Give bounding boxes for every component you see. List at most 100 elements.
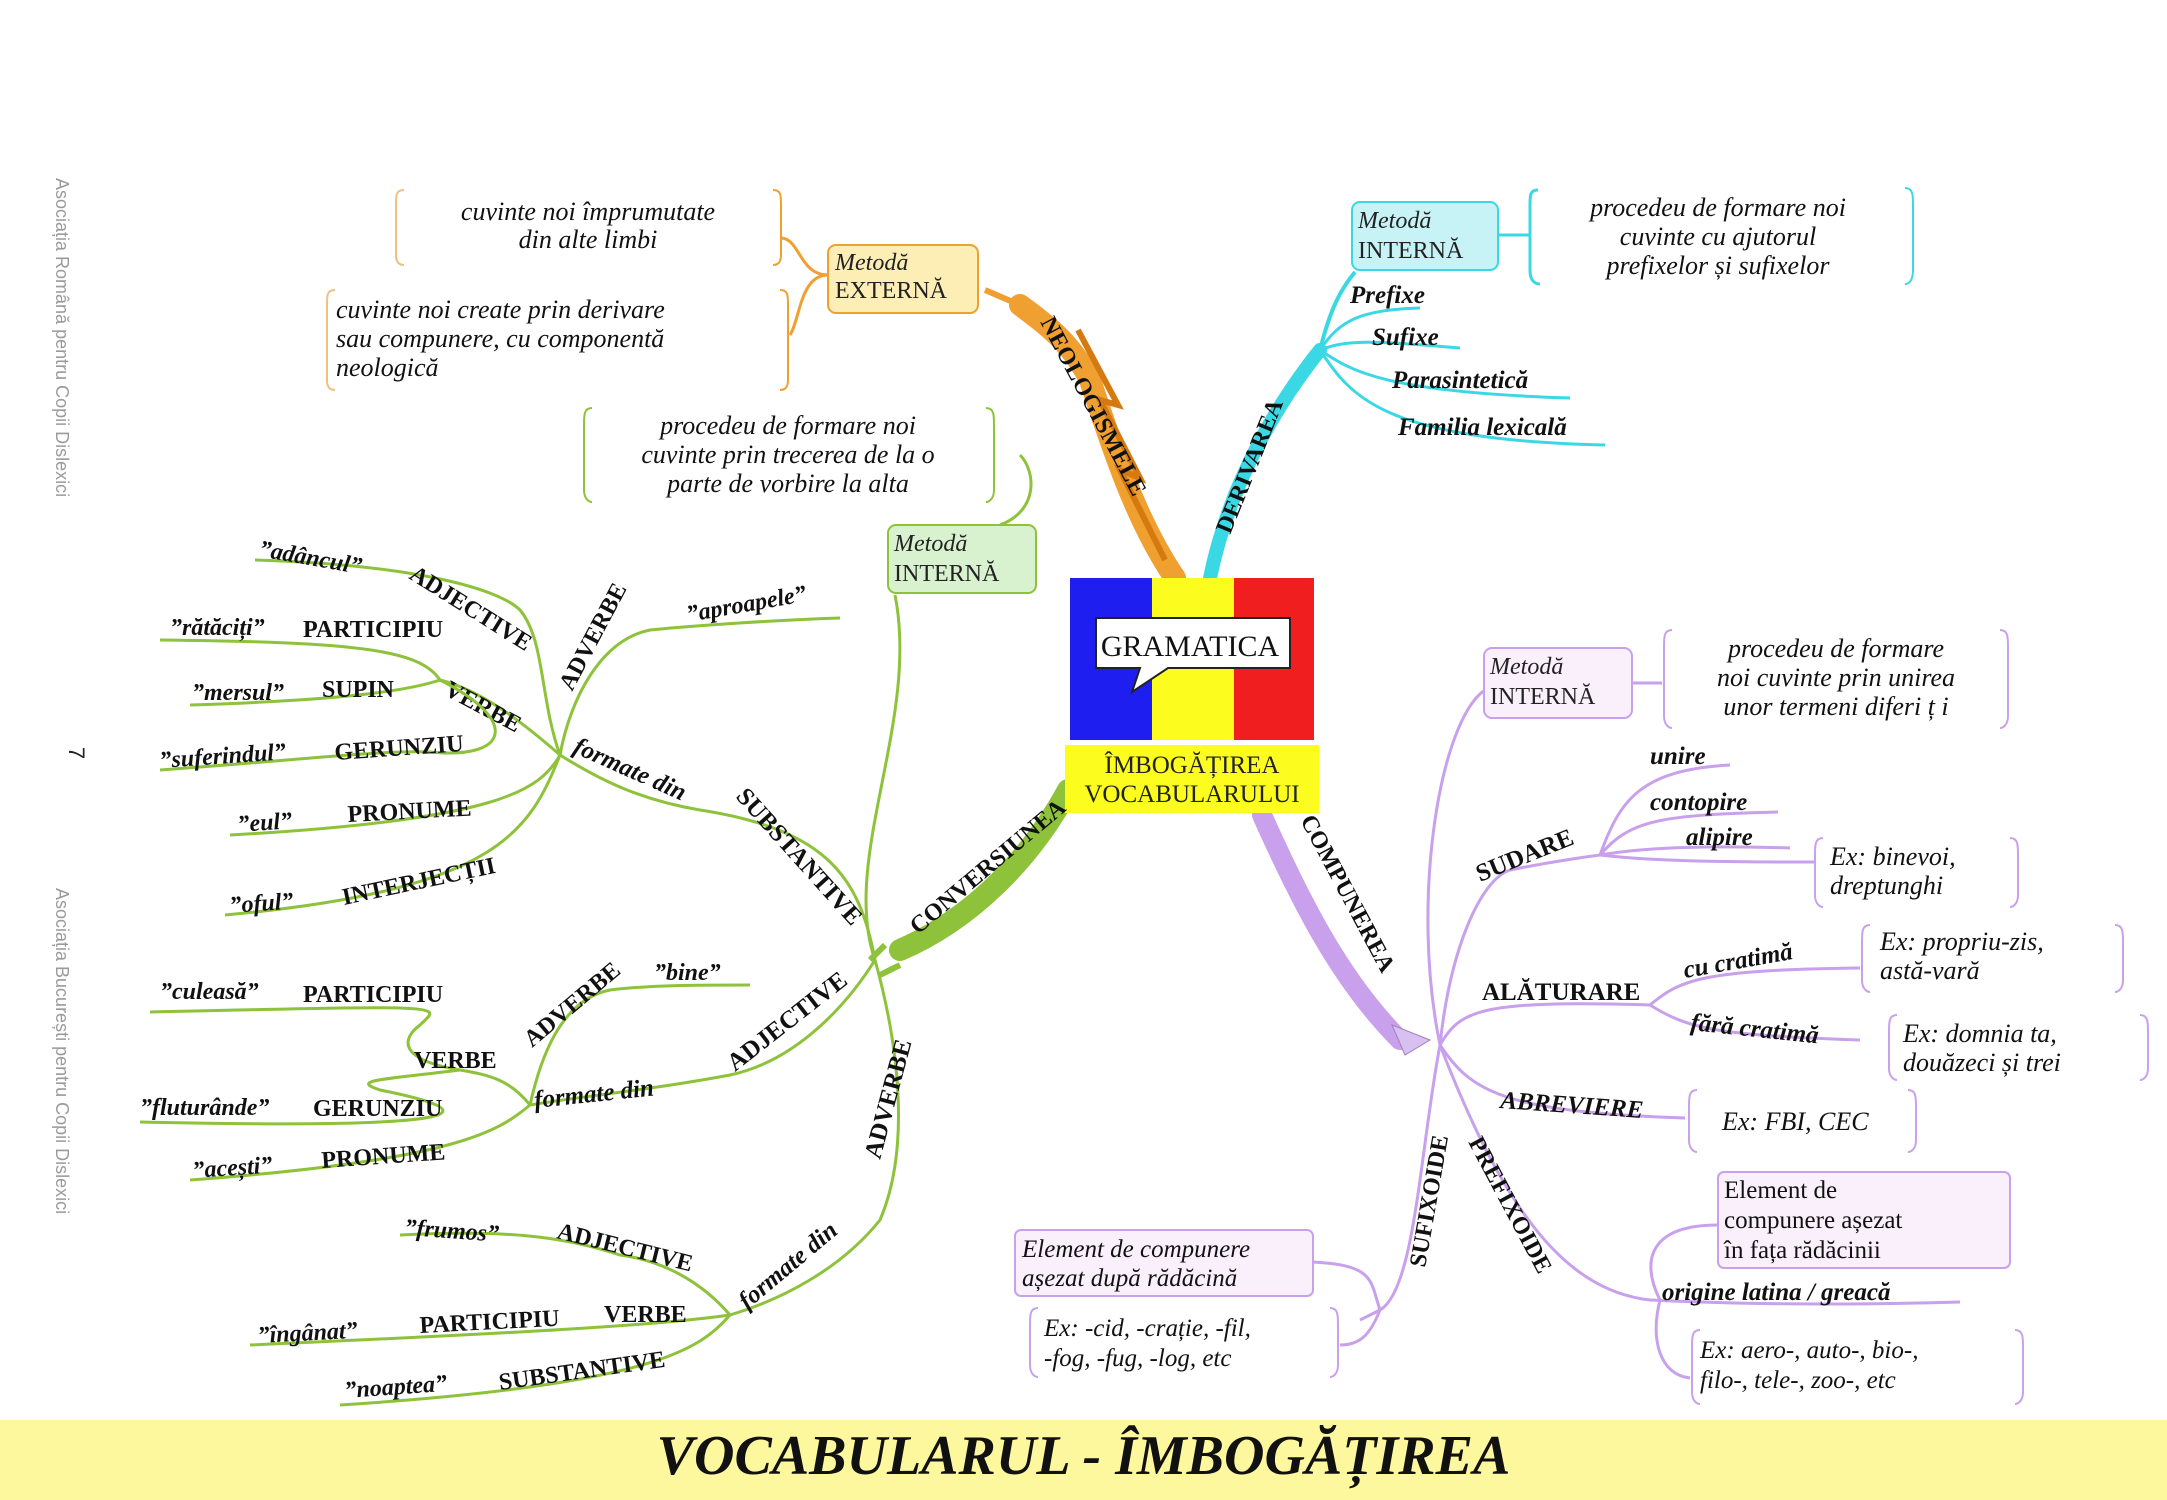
derivare-item-parasintetica: Parasintetică bbox=[1391, 367, 1528, 394]
adj-gerunziu: GERUNZIU bbox=[313, 1096, 442, 1122]
derivare-item-prefixe: Prefixe bbox=[1349, 282, 1425, 309]
conversiune-adverbe: ADVERBE bbox=[860, 1036, 918, 1161]
derivare-method-line2: INTERNĂ bbox=[1358, 238, 1464, 264]
cu-cratima-ex-line2: astă-vară bbox=[1880, 956, 1980, 985]
sub-supin: SUPIN bbox=[322, 677, 395, 703]
sufixoide-def-line1: Element de compunere bbox=[1021, 1236, 1250, 1263]
derivare-desc-line2: cuvinte cu ajutorul bbox=[1620, 222, 1816, 251]
center-speech-bubble bbox=[1095, 617, 1291, 695]
compunere-abreviere: ABREVIERE bbox=[1498, 1087, 1645, 1124]
adv-ex-inganat: ”îngânat” bbox=[257, 1318, 358, 1349]
derivare-label: DERIVAREA bbox=[1211, 395, 1289, 537]
compunere-trunk bbox=[1252, 805, 1410, 1050]
compunere-sudare: SUDARE bbox=[1472, 824, 1577, 888]
prefixoide-ex-line1: Ex: aero-, auto-, bio-, bbox=[1699, 1337, 1918, 1364]
conversiune-desc-line3: parte de vorbire la alta bbox=[665, 469, 909, 498]
compunere-sufixoide: SUFIXOIDE bbox=[1405, 1133, 1454, 1269]
sudare-ex-line1: Ex: binevoi, bbox=[1829, 842, 1956, 871]
conversiune-desc-line2: cuvinte prin trecerea de la o bbox=[641, 440, 934, 469]
neologisme-label: NEOLOGISMELE bbox=[1035, 313, 1151, 501]
center-title-box bbox=[1065, 745, 1319, 813]
compunere-desc-line1: procedeu de formare bbox=[1726, 634, 1944, 663]
prefixoide-origine: origine latina / greacă bbox=[1662, 1279, 1890, 1306]
sufixoide-def-line2: așezat după rădăcină bbox=[1022, 1265, 1237, 1292]
adj-adverbe: ADVERBE bbox=[519, 957, 626, 1052]
compunere-desc-line3: unor termeni diferi ț i bbox=[1723, 692, 1948, 721]
cu-cratima-ex-line1: Ex: propriu-zis, bbox=[1879, 927, 2044, 956]
prefixoide-def-line3: în fața rădăcinii bbox=[1723, 1237, 1881, 1264]
map-canvas: Metodă EXTERNĂ cuvinte noi împrumutate d… bbox=[139, 187, 2149, 1407]
derivare-method-line1: Metodă bbox=[1357, 208, 1431, 234]
sudare-unire: unire bbox=[1650, 743, 1706, 770]
alaturare-cu-cratima: cu cratimă bbox=[1681, 938, 1794, 984]
derivare-desc-line3: prefixelor și sufixelor bbox=[1605, 251, 1831, 280]
footer-title: VOCABULARUL - ÎMBOGĂȚIREA bbox=[656, 1425, 1511, 1487]
sub-ex-mersul: ”mersul” bbox=[192, 680, 284, 706]
center-title-line2: VOCABULARULUI bbox=[1084, 781, 1299, 808]
neologisme-desc2-line1: cuvinte noi create prin derivare bbox=[336, 295, 665, 324]
adj-ex-fluturande: ”fluturânde” bbox=[140, 1095, 269, 1121]
adv-adjective: ADJECTIVE bbox=[555, 1219, 696, 1278]
abreviere-ex: Ex: FBI, CEC bbox=[1721, 1107, 1869, 1136]
conversiune-method-line2: INTERNĂ bbox=[894, 561, 1000, 587]
sufixoide-def-box bbox=[1014, 1229, 1314, 1297]
neologisme-method-line1: Metodă bbox=[834, 250, 908, 276]
adjective-formate-din: formate din bbox=[533, 1075, 655, 1114]
neologisme-method-line2: EXTERNĂ bbox=[835, 278, 948, 304]
derivare-desc-line1: procedeu de formare noi bbox=[1588, 193, 1846, 222]
footer-banner: VOCABULARUL - ÎMBOGĂȚIREA bbox=[0, 1420, 2167, 1500]
sufixoide-ex-line2: -fog, -fug, -log, etc bbox=[1044, 1345, 1231, 1372]
center-title-line1: ÎMBOGĂȚIREA bbox=[1105, 751, 1280, 779]
compunere-desc-line2: noi cuvinte prin unirea bbox=[1717, 663, 1955, 692]
adj-pronume: PRONUME bbox=[321, 1139, 446, 1174]
conversiune-trunk bbox=[889, 779, 1079, 961]
neologisme-desc2-line3: neologică bbox=[336, 353, 439, 382]
sudare-contopire: contopire bbox=[1650, 789, 1747, 816]
derivare-trunk bbox=[1203, 343, 1327, 585]
conversiune-label: CONVERSIUNEA bbox=[905, 794, 1071, 939]
adj-participiu: PARTICIPIU bbox=[303, 982, 443, 1008]
conversiune-desc-line1: procedeu de formare noi bbox=[658, 411, 916, 440]
adj-ex-bine: ”bine” bbox=[654, 960, 721, 986]
adj-ex-acesti: ”acești” bbox=[192, 1152, 274, 1184]
adv-participiu: PARTICIPIU bbox=[419, 1306, 560, 1339]
adv-verbe: VERBE bbox=[604, 1302, 687, 1328]
sub-adverbe: ADVERBE bbox=[554, 579, 632, 695]
derivare-item-familia: Familia lexicală bbox=[1397, 414, 1567, 441]
sub-pronume: PRONUME bbox=[347, 796, 472, 828]
fara-cratima-ex-line1: Ex: domnia ta, bbox=[1902, 1019, 2057, 1048]
derivare-item-sufixe: Sufixe bbox=[1372, 324, 1439, 351]
fara-cratima-ex-line2: douăzeci și trei bbox=[1903, 1048, 2061, 1077]
neologisme-trunk-shade bbox=[1075, 328, 1168, 562]
conversiune-method-line1: Metodă bbox=[893, 531, 967, 557]
compunere-prefixoide: PREFIXOIDE bbox=[1463, 1133, 1557, 1278]
adverbe-formate-din: formate din bbox=[734, 1217, 843, 1315]
alaturare-fara-cratima: fără cratimă bbox=[1689, 1009, 1820, 1049]
sub-gerunziu: GERUNZIU bbox=[334, 731, 465, 766]
prefixoide-def-line1: Element de bbox=[1724, 1177, 1837, 1204]
sub-ex-ratacitii: ”rătăciți” bbox=[170, 615, 265, 641]
sub-ex-suferindul: ”suferindul” bbox=[159, 739, 287, 774]
adj-ex-culeasa: ”culeasă” bbox=[160, 979, 259, 1005]
conversiune-method-box bbox=[887, 524, 1037, 594]
prefixoide-ex-line2: filo-, tele-, zoo-, etc bbox=[1700, 1367, 1896, 1394]
sub-ex-oful: ”oful” bbox=[229, 889, 295, 919]
compunere-method-line1: Metodă bbox=[1489, 654, 1563, 680]
sudare-ex-line2: dreptunghi bbox=[1830, 871, 1943, 900]
adv-ex-frumos: ”frumos” bbox=[404, 1215, 500, 1248]
center-bubble-text: GRAMATICA bbox=[1101, 630, 1280, 663]
sub-interjectii: INTERJECȚII bbox=[340, 853, 498, 912]
sub-ex-eul: ”eul” bbox=[237, 808, 293, 838]
prefixoide-def-box bbox=[1717, 1171, 2011, 1269]
neologisme-method-box bbox=[827, 244, 979, 314]
conversiune-adjective: ADJECTIVE bbox=[722, 966, 852, 1076]
conversiune-substantive: SUBSTANTIVE bbox=[731, 783, 868, 931]
sufixoide-ex-line1: Ex: -cid, -crație, -fil, bbox=[1043, 1315, 1251, 1342]
sub-ex-adancul: ”adâncul” bbox=[257, 536, 364, 580]
neologisme-desc2-line2: sau compunere, cu componentă bbox=[336, 324, 664, 353]
sub-participiu: PARTICIPIU bbox=[303, 617, 443, 643]
sudare-alipire: alipire bbox=[1686, 824, 1753, 851]
compunere-method-line2: INTERNĂ bbox=[1490, 684, 1596, 710]
prefixoide-def-line2: compunere așezat bbox=[1724, 1207, 1902, 1234]
